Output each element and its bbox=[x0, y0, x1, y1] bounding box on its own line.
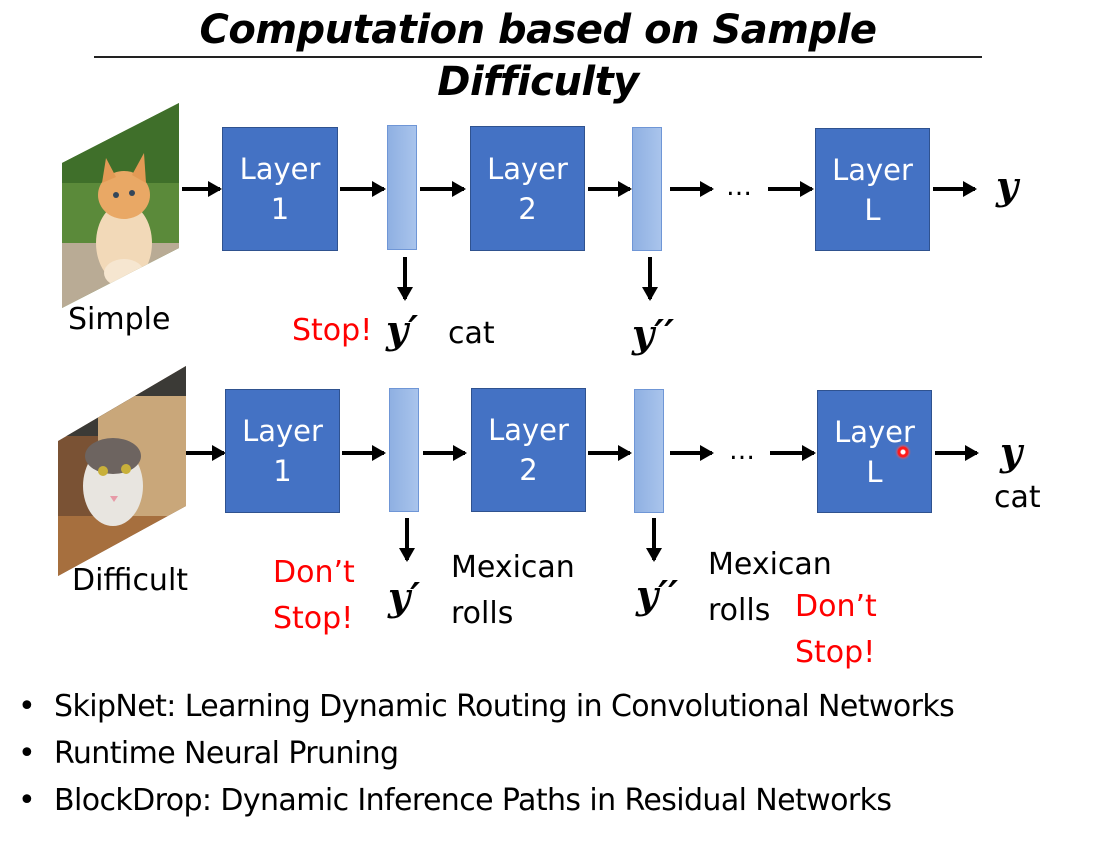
arrow-right bbox=[588, 181, 632, 197]
layer-1-index: 1 bbox=[273, 454, 292, 488]
layer-2-label: Layer bbox=[487, 151, 568, 186]
arrow-right bbox=[340, 181, 386, 197]
simple-label: Simple bbox=[68, 302, 171, 337]
simple-kitten-image bbox=[62, 103, 179, 308]
layer-L-block: Layer L bbox=[817, 390, 932, 513]
exit-output-y-prime: y′ bbox=[386, 307, 419, 352]
stop-label: Stop! bbox=[292, 313, 373, 348]
reference-item: • BlockDrop: Dynamic Inference Paths in R… bbox=[18, 777, 954, 824]
arrow-down bbox=[642, 257, 658, 301]
arrow-right bbox=[933, 181, 977, 197]
reference-text: SkipNet: Learning Dynamic Routing in Con… bbox=[54, 689, 955, 724]
arrow-right bbox=[935, 445, 979, 461]
exit-feature-2 bbox=[632, 127, 662, 251]
exit-prediction-1a: Mexican bbox=[451, 550, 575, 585]
dont-stop-label-2b: Stop! bbox=[795, 635, 876, 670]
arrow-right bbox=[768, 181, 814, 197]
exit-output-y-prime: y′ bbox=[388, 574, 421, 619]
exit-feature-1 bbox=[389, 388, 419, 512]
ellipsis: … bbox=[729, 436, 755, 466]
layer-L-index: L bbox=[864, 192, 881, 227]
arrow-right bbox=[770, 445, 816, 461]
arrow-right bbox=[588, 445, 632, 461]
layer-L-index: L bbox=[866, 454, 883, 489]
arrow-down bbox=[646, 518, 662, 562]
layer-2-index: 2 bbox=[518, 191, 537, 226]
layer-1-label: Layer bbox=[239, 152, 321, 186]
layer-1-label: Layer bbox=[242, 414, 323, 448]
difficult-cat-image bbox=[58, 366, 186, 576]
arrow-right bbox=[670, 181, 714, 197]
final-output-y: y bbox=[996, 163, 1019, 208]
exit-feature-2 bbox=[634, 389, 664, 513]
layer-2-label: Layer bbox=[488, 413, 569, 447]
exit-output-y-double-prime: y′′ bbox=[632, 311, 675, 356]
layer-2-index: 2 bbox=[519, 453, 538, 487]
bullet-icon: • bbox=[18, 783, 36, 818]
arrow-right bbox=[423, 445, 467, 461]
difficult-label: Difficult bbox=[72, 563, 189, 598]
layer-L-block: Layer L bbox=[815, 128, 930, 251]
exit-output-y-double-prime: y′′ bbox=[636, 572, 679, 617]
reference-item: • Runtime Neural Pruning bbox=[18, 730, 954, 777]
arrow-down bbox=[399, 518, 415, 562]
exit-prediction-2a: Mexican bbox=[708, 547, 832, 582]
reference-item: • SkipNet: Learning Dynamic Routing in Co… bbox=[18, 683, 955, 730]
layer-1-index: 1 bbox=[270, 192, 290, 226]
layer-L-label: Layer bbox=[832, 152, 913, 187]
reference-list: • SkipNet: Learning Dynamic Routing in Co… bbox=[18, 683, 955, 824]
exit-prediction-cat: cat bbox=[448, 316, 495, 351]
reference-text: Runtime Neural Pruning bbox=[54, 736, 399, 771]
layer-2-block: Layer 2 bbox=[471, 388, 586, 512]
final-output-y: y bbox=[1000, 429, 1023, 474]
reference-text: BlockDrop: Dynamic Inference Paths in Re… bbox=[54, 783, 892, 818]
title-underline bbox=[94, 56, 982, 58]
slide-title: Computation based on Sample Difficulty bbox=[199, 7, 877, 105]
laser-pointer-icon bbox=[895, 444, 911, 460]
layer-2-block: Layer 2 bbox=[470, 126, 585, 251]
bullet-icon: • bbox=[18, 736, 36, 771]
layer-1-block: Layer 1 bbox=[222, 127, 338, 251]
exit-prediction-2b: rolls bbox=[708, 593, 771, 628]
arrow-right bbox=[670, 445, 714, 461]
bullet-icon: • bbox=[18, 689, 36, 724]
dont-stop-label-2a: Don’t bbox=[795, 589, 877, 624]
arrow-right bbox=[420, 181, 466, 197]
dont-stop-label-1a: Don’t bbox=[273, 555, 355, 590]
arrow-down bbox=[397, 257, 413, 301]
final-prediction-cat: cat bbox=[994, 480, 1041, 515]
exit-feature-1 bbox=[387, 125, 417, 250]
ellipsis: … bbox=[726, 172, 752, 202]
arrow-right bbox=[342, 445, 386, 461]
exit-prediction-1b: rolls bbox=[451, 596, 514, 631]
layer-L-label: Layer bbox=[834, 414, 915, 449]
layer-1-block: Layer 1 bbox=[225, 389, 340, 513]
arrow-right bbox=[186, 445, 226, 461]
arrow-right bbox=[182, 181, 222, 197]
dont-stop-label-1b: Stop! bbox=[273, 601, 354, 636]
